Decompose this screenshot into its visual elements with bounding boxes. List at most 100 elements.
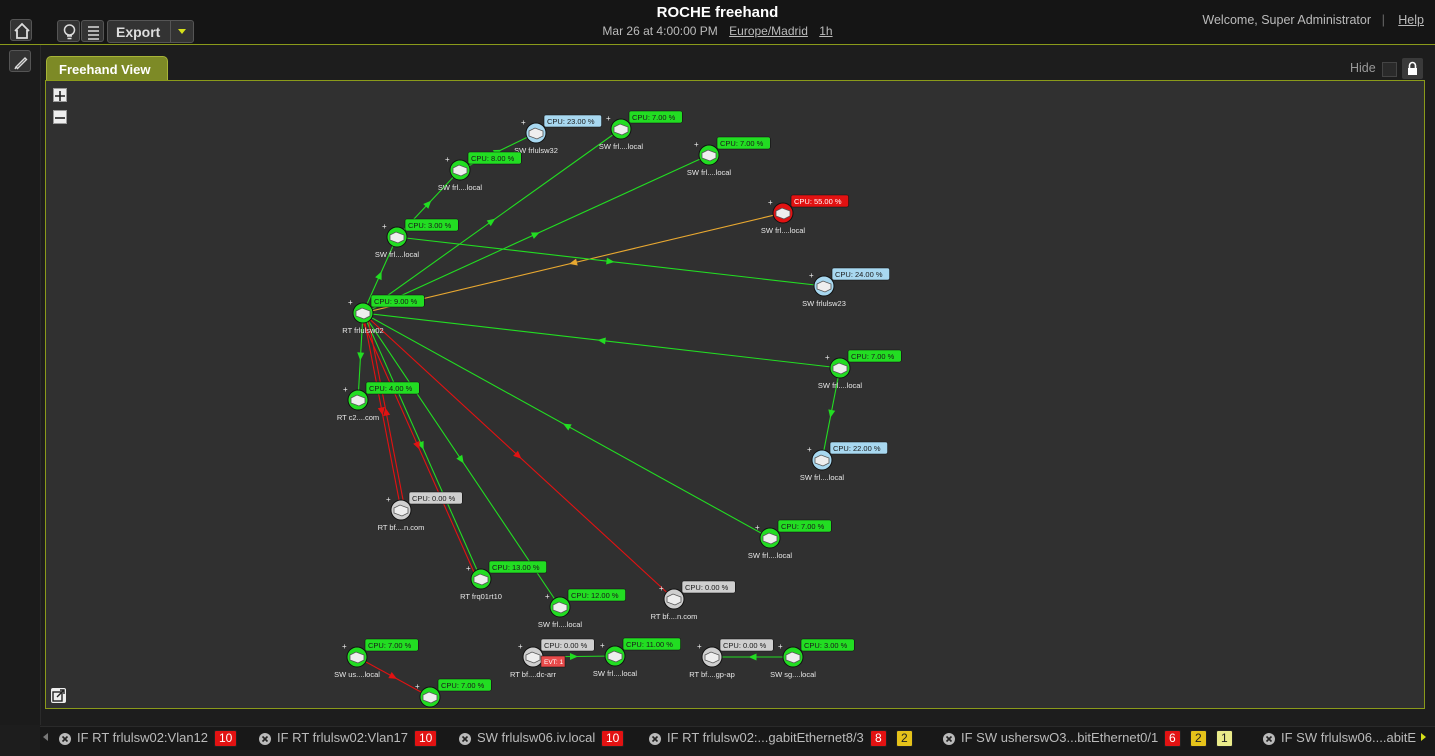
alarm-close-icon[interactable] xyxy=(942,732,956,746)
cpu-value: CPU: 23.00 % xyxy=(547,117,595,126)
help-link[interactable]: Help xyxy=(1398,13,1424,27)
network-node[interactable]: +CPU: 0.00 %RT bf....gp-ap xyxy=(689,638,774,679)
cpu-badge xyxy=(628,110,683,124)
node-expand-icon[interactable]: + xyxy=(466,564,471,573)
list-button[interactable] xyxy=(81,20,104,42)
node-label: RT frq01rt10 xyxy=(460,592,502,601)
time-context: Mar 26 at 4:00:00 PM Europe/Madrid 1h xyxy=(0,24,1435,38)
alarm-close-icon[interactable] xyxy=(1262,732,1276,746)
popout-button[interactable] xyxy=(51,688,66,703)
node-expand-icon[interactable]: + xyxy=(755,523,760,532)
node-expand-icon[interactable]: + xyxy=(342,642,347,651)
node-label: SW sg....local xyxy=(770,670,816,679)
node-label: SW frl....local xyxy=(818,381,863,390)
node-expand-icon[interactable]: + xyxy=(343,385,348,394)
node-expand-icon[interactable]: + xyxy=(825,353,830,362)
home-button[interactable] xyxy=(10,19,32,41)
node-expand-icon[interactable]: + xyxy=(778,642,783,651)
network-node[interactable]: +CPU: 0.00 %RT bf....n.com xyxy=(651,580,736,621)
network-node[interactable]: +CPU: 3.00 %SW frl....local xyxy=(375,218,459,259)
alarm-count-badge: 10 xyxy=(601,730,625,747)
zoom-in-button[interactable] xyxy=(53,88,67,102)
network-node[interactable]: +CPU: 9.00 %RT frlulsw02 xyxy=(342,294,425,335)
network-node[interactable]: +CPU: 23.00 %SW frlulsw32 xyxy=(514,114,602,155)
node-label: RT bf....gp-ap xyxy=(689,670,735,679)
switch-device-icon xyxy=(552,601,568,614)
scroll-right-icon[interactable] xyxy=(1421,733,1426,741)
node-expand-icon[interactable]: + xyxy=(697,642,702,651)
cpu-value: CPU: 7.00 % xyxy=(632,113,676,122)
cpu-value: CPU: 8.00 % xyxy=(471,154,515,163)
cpu-value: CPU: 7.00 % xyxy=(441,681,485,690)
cpu-value: CPU: 22.00 % xyxy=(833,444,881,453)
network-node[interactable]: +CPU: 13.00 %RT frq01rt10 xyxy=(460,560,547,601)
network-node[interactable]: +CPU: 8.00 %SW frl....local xyxy=(438,151,522,192)
event-badge xyxy=(540,655,566,668)
export-button[interactable]: Export xyxy=(107,20,194,43)
tab-freehand-view[interactable]: Freehand View xyxy=(46,56,168,81)
freehand-map-canvas[interactable]: +CPU: 23.00 %SW frlulsw32+CPU: 7.00 %SW … xyxy=(45,80,1425,709)
link-direction-arrow xyxy=(388,672,398,679)
popout-icon xyxy=(52,689,65,702)
node-expand-icon[interactable]: + xyxy=(445,155,450,164)
lightbulb-button[interactable] xyxy=(57,20,80,42)
link-direction-arrow xyxy=(569,258,578,266)
alarm-close-icon[interactable] xyxy=(58,732,72,746)
network-node[interactable]: +CPU: 12.00 %SW frl....local xyxy=(538,588,626,629)
alarm-count-badge: 10 xyxy=(414,730,438,747)
link-direction-arrow xyxy=(357,352,365,361)
switch-device-icon xyxy=(816,280,832,293)
network-node[interactable]: +CPU: 3.00 %SW sg....local xyxy=(770,638,855,679)
network-node[interactable]: +CPU: 7.00 %SW frl....local xyxy=(687,136,771,177)
node-expand-icon[interactable]: + xyxy=(348,298,353,307)
edit-button[interactable] xyxy=(9,50,31,72)
zoom-out-button[interactable] xyxy=(53,110,67,124)
cpu-badge xyxy=(716,136,771,150)
network-node[interactable]: +CPU: 0.00 %RT bf....n.com xyxy=(378,491,463,532)
node-expand-icon[interactable]: + xyxy=(382,222,387,231)
scroll-left-icon[interactable] xyxy=(43,733,48,741)
range-link[interactable]: 1h xyxy=(819,24,833,38)
node-expand-icon[interactable]: + xyxy=(521,118,526,127)
lock-button[interactable] xyxy=(1402,58,1423,79)
node-expand-icon[interactable]: + xyxy=(659,584,664,593)
network-node[interactable]: +CPU: 7.00 %SW frl....local xyxy=(748,519,832,560)
network-node[interactable]: + CPU: 7.00 % xyxy=(415,678,492,708)
alarm-close-icon[interactable] xyxy=(458,732,472,746)
node-expand-icon[interactable]: + xyxy=(600,641,605,650)
switch-device-icon xyxy=(762,532,778,545)
network-node[interactable]: +CPU: 24.00 %SW frlulsw23 xyxy=(802,267,890,308)
date-text: Mar 26 at 4:00:00 PM xyxy=(602,24,718,38)
alarm-close-icon[interactable] xyxy=(648,732,662,746)
node-label: RT frlulsw02 xyxy=(342,326,383,335)
node-label: SW frl....local xyxy=(375,250,420,259)
node-expand-icon[interactable]: + xyxy=(809,271,814,280)
network-node[interactable]: +CPU: 11.00 %SW frl....local xyxy=(593,637,681,678)
cpu-badge xyxy=(370,294,425,308)
node-expand-icon[interactable]: + xyxy=(518,642,523,651)
hide-toggle[interactable] xyxy=(1382,62,1397,77)
node-expand-icon[interactable]: + xyxy=(807,445,812,454)
node-expand-icon[interactable]: + xyxy=(415,682,420,691)
alarm-close-icon[interactable] xyxy=(258,732,272,746)
link-direction-arrow xyxy=(597,337,606,345)
alarm-text: IF SW usherswO3...bitEthernet0/1 xyxy=(961,730,1159,745)
node-expand-icon[interactable]: + xyxy=(768,198,773,207)
network-node[interactable]: +CPU: 55.00 %SW frl....local xyxy=(761,194,849,235)
node-expand-icon[interactable]: + xyxy=(606,114,611,123)
timezone-link[interactable]: Europe/Madrid xyxy=(729,24,808,38)
switch-device-icon xyxy=(832,362,848,375)
lock-icon xyxy=(1408,61,1417,75)
network-node[interactable]: +CPU: 7.00 %SW us....local xyxy=(334,638,419,679)
network-node[interactable]: +CPU: 7.00 %SW frl....local xyxy=(599,110,683,151)
node-expand-icon[interactable]: + xyxy=(386,495,391,504)
export-dropdown-icon[interactable] xyxy=(170,21,193,42)
alarm-count-badge: 2 xyxy=(896,730,913,747)
network-node[interactable]: +CPU: 4.00 %RT c2....com xyxy=(337,381,420,422)
network-node[interactable]: +CPU: 7.00 %SW frl....local xyxy=(818,349,902,390)
cpu-badge xyxy=(540,638,595,652)
node-expand-icon[interactable]: + xyxy=(545,592,550,601)
network-node[interactable]: +CPU: 22.00 %SW frl....local xyxy=(800,441,888,482)
node-expand-icon[interactable]: + xyxy=(694,140,699,149)
